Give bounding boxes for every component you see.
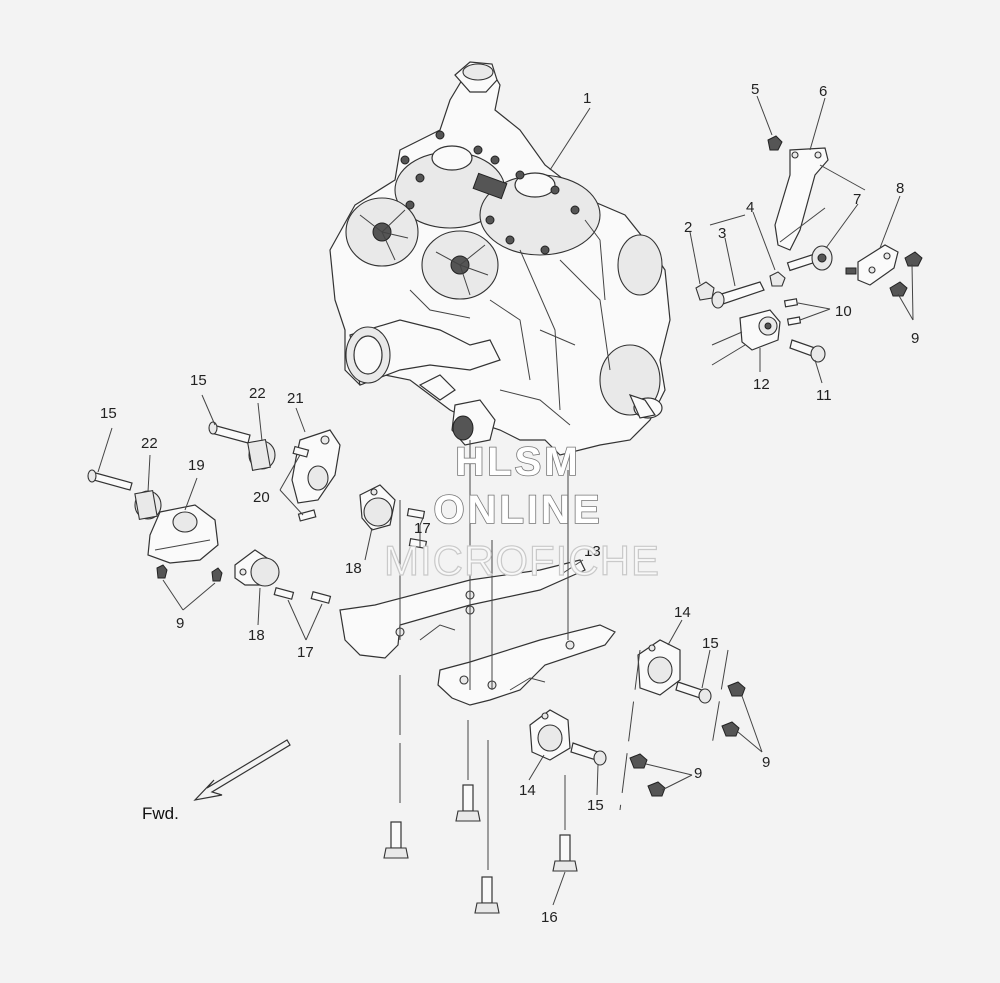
callout-21: 21 bbox=[287, 390, 304, 407]
callout-15-rear-upper: 15 bbox=[702, 635, 719, 652]
callout-13: 13 bbox=[584, 543, 601, 560]
forward-label: Fwd. bbox=[142, 804, 179, 823]
engine-mount-rails bbox=[339, 559, 616, 706]
callout-20: 20 bbox=[253, 489, 270, 506]
watermark-line3: MICROFICHE bbox=[384, 537, 660, 584]
callout-1: 1 bbox=[583, 90, 591, 107]
callout-19: 19 bbox=[188, 457, 205, 474]
callout-22-upper: 22 bbox=[249, 385, 266, 402]
callout-17-lower: 17 bbox=[297, 644, 314, 661]
callout-5: 5 bbox=[751, 81, 759, 98]
callout-17-upper: 17 bbox=[414, 520, 431, 537]
callout-22-left: 22 bbox=[141, 435, 158, 452]
callout-2: 2 bbox=[684, 219, 692, 236]
callout-6: 6 bbox=[819, 83, 827, 100]
callout-labels: 1 2 3 4 5 6 7 8 9 10 11 12 13 14 15 16 1… bbox=[100, 81, 919, 926]
rear-mounts bbox=[528, 619, 763, 797]
callout-15-rear-lower: 15 bbox=[587, 797, 604, 814]
callout-12: 12 bbox=[753, 376, 770, 393]
callout-18-lower: 18 bbox=[248, 627, 265, 644]
bottom-bolts bbox=[383, 784, 578, 914]
front-mount-assembly bbox=[87, 394, 341, 611]
callout-9-rear-lower: 9 bbox=[694, 765, 702, 782]
watermark-line1: HLSM bbox=[455, 440, 580, 484]
callout-10: 10 bbox=[835, 303, 852, 320]
callout-9-left: 9 bbox=[176, 615, 184, 632]
engine-assembly bbox=[329, 61, 671, 456]
callout-9-rear-right: 9 bbox=[762, 754, 770, 771]
forward-arrow-icon bbox=[193, 739, 291, 801]
callout-14-upper: 14 bbox=[674, 604, 691, 621]
watermark-line2: ONLINE bbox=[433, 488, 602, 532]
callout-4: 4 bbox=[746, 199, 754, 216]
callout-15-left: 15 bbox=[100, 405, 117, 422]
callout-16: 16 bbox=[541, 909, 558, 926]
callout-14-lower: 14 bbox=[519, 782, 536, 799]
assembly-center-lines bbox=[399, 214, 746, 870]
callout-9-right: 9 bbox=[911, 330, 919, 347]
rubber-mounts bbox=[234, 484, 428, 641]
callout-3: 3 bbox=[718, 225, 726, 242]
callout-11: 11 bbox=[816, 387, 832, 404]
callout-15-upper: 15 bbox=[190, 372, 207, 389]
callout-7: 7 bbox=[853, 191, 861, 208]
callout-8: 8 bbox=[896, 180, 904, 197]
callout-18-upper: 18 bbox=[345, 560, 362, 577]
torque-rod-assembly bbox=[689, 95, 923, 384]
watermark: HLSM ONLINE MICROFICHE bbox=[383, 439, 660, 584]
